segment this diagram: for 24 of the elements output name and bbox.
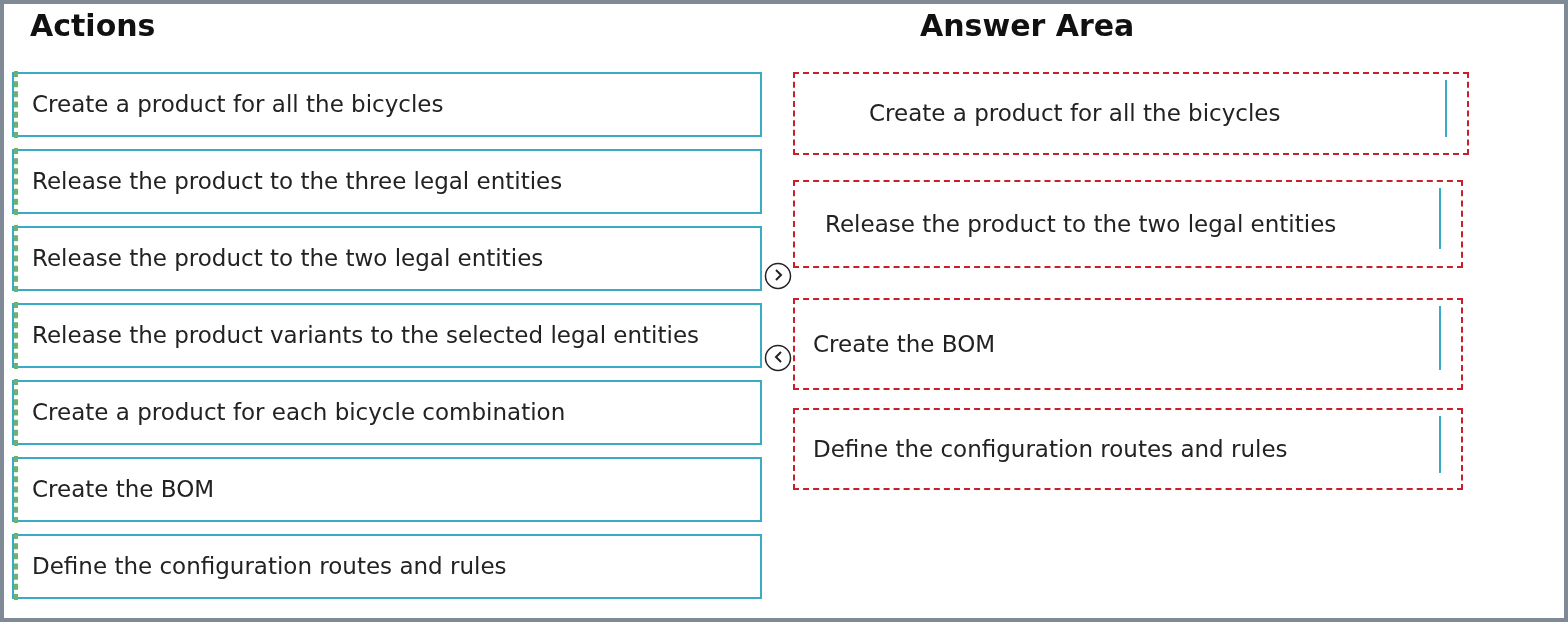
action-text: Create the BOM (813, 329, 996, 359)
action-text: Create a product for all the bicycles (869, 99, 1281, 128)
action-text: Define the configuration routes and rules (32, 552, 507, 581)
action-box (12, 457, 762, 522)
action-text: Release the product to the three legal entities (32, 167, 563, 196)
action-text: Release the product to the two legal entities (32, 244, 544, 273)
action-text: Create a product for all the bicycles (32, 90, 444, 119)
answer-slot (793, 180, 1463, 268)
action-box (12, 380, 762, 445)
action-box (12, 72, 762, 137)
column-heading: Actions (30, 8, 156, 43)
action-box (12, 149, 762, 214)
action-box (12, 226, 762, 291)
action-text: Create a product for each bicycle combination (32, 398, 566, 427)
answer-slot (793, 72, 1469, 155)
action-text: Create the BOM (32, 475, 215, 504)
answer-slot (793, 298, 1463, 390)
action-box (12, 303, 762, 368)
answer-slot (793, 408, 1463, 490)
action-box (12, 534, 762, 599)
action-text: Release the product variants to the selected legal entities (32, 321, 699, 350)
action-text: Define the configuration routes and rules (813, 434, 1288, 464)
column-heading: Answer Area (920, 8, 1135, 43)
action-text: Release the product to the two legal entities (825, 209, 1337, 239)
